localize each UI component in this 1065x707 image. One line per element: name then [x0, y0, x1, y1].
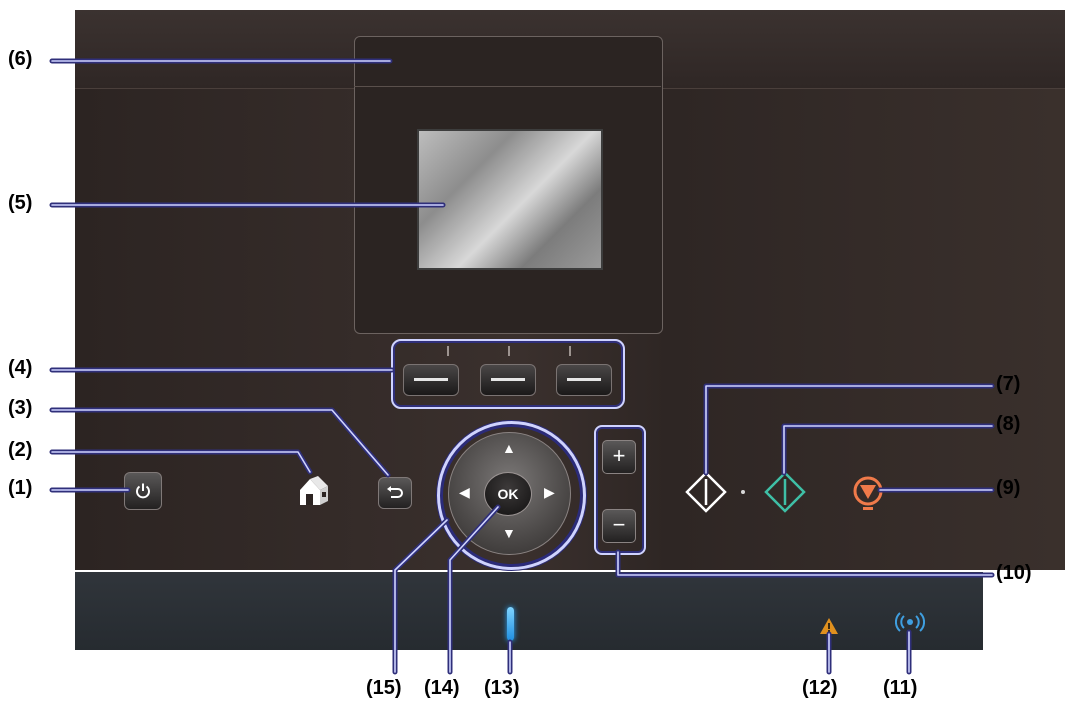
callout-5: (5) [8, 192, 33, 214]
callout-15: (15) [366, 677, 402, 699]
callout-2: (2) [8, 439, 33, 461]
wifi-lamp [894, 610, 926, 634]
function-tick-right [569, 346, 571, 356]
lcd-screen [417, 129, 603, 270]
stop-icon [853, 476, 883, 510]
stop-button[interactable] [850, 474, 886, 514]
alarm-icon [820, 618, 838, 634]
power-icon [136, 483, 150, 499]
function-tick-center [508, 346, 510, 356]
callout-9: (9) [996, 477, 1021, 499]
color-start-icon [764, 471, 806, 513]
callout-10: (10) [996, 562, 1032, 584]
back-icon [387, 486, 403, 498]
function-button-right[interactable] [556, 364, 612, 396]
callout-3: (3) [8, 397, 33, 419]
separator-dot [741, 490, 745, 494]
left-arrow-icon[interactable]: ◀ [459, 484, 470, 500]
callout-1: (1) [8, 477, 33, 499]
down-arrow-icon[interactable]: ▼ [502, 525, 516, 541]
home-button[interactable] [296, 474, 332, 508]
callout-6: (6) [8, 48, 33, 70]
alarm-lamp [818, 616, 840, 636]
scroll-wheel-highlight [437, 421, 586, 570]
callout-8: (8) [996, 413, 1021, 435]
up-arrow-icon[interactable]: ▲ [502, 440, 516, 456]
callout-7: (7) [996, 373, 1021, 395]
callout-12: (12) [802, 677, 838, 699]
color-button[interactable] [763, 470, 807, 514]
black-start-icon [685, 471, 727, 513]
function-button-center[interactable] [480, 364, 536, 396]
wifi-icon [894, 612, 926, 632]
back-button[interactable] [378, 477, 412, 509]
callout-14: (14) [424, 677, 460, 699]
lamp-strip [75, 572, 983, 650]
minus-button[interactable]: − [602, 509, 636, 543]
plus-button[interactable]: + [602, 440, 636, 474]
black-button[interactable] [684, 470, 728, 514]
ok-button[interactable]: OK [484, 472, 532, 516]
function-buttons-group [391, 339, 625, 409]
function-button-left[interactable] [403, 364, 459, 396]
function-tick-left [447, 346, 449, 356]
power-button[interactable] [124, 472, 162, 510]
callout-11: (11) [883, 677, 918, 699]
power-lamp [507, 607, 514, 641]
callout-13: (13) [484, 677, 520, 699]
callout-4: (4) [8, 357, 33, 379]
right-arrow-icon[interactable]: ▶ [544, 484, 555, 500]
operation-panel-top [354, 36, 661, 87]
home-icon [300, 476, 328, 505]
